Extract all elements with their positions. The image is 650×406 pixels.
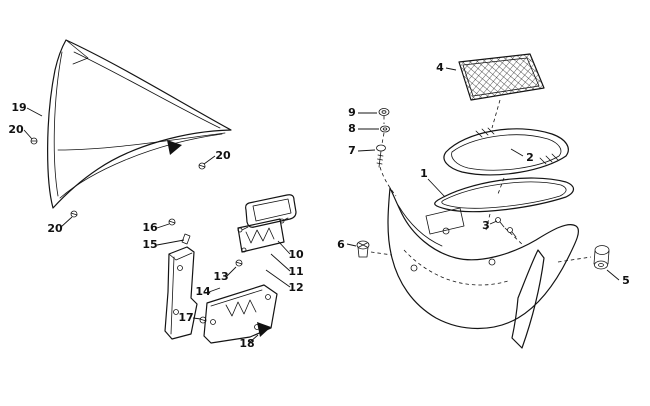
bracket-screw-16 (168, 218, 176, 226)
windshield-trim-part (443, 127, 569, 176)
callout-6: 6 (337, 238, 345, 251)
callout-16: 16 (142, 221, 158, 234)
direction-arrow-icon (257, 322, 271, 337)
callout-4: 4 (436, 61, 444, 74)
callout-1: 1 (420, 167, 428, 180)
callout-15: 15 (142, 238, 157, 251)
windshield-part (47, 39, 232, 209)
windshield-fastener-bottom (70, 210, 78, 218)
screw-7 (376, 144, 386, 168)
callout-12: 12 (288, 281, 303, 294)
washer-8 (380, 125, 390, 133)
knob-fastener-6 (356, 240, 370, 258)
callout-13: 13 (213, 270, 228, 283)
callout-8: 8 (348, 122, 356, 135)
callout-20-a: 20 (8, 123, 24, 136)
callout-3: 3 (482, 219, 490, 232)
callout-19: 19 (11, 101, 26, 114)
leader-lines (23, 67, 620, 343)
instrument-gauge-pod (237, 194, 297, 253)
windshield-fastener-right (198, 162, 206, 170)
direction-arrow-icon (167, 140, 182, 155)
callout-10: 10 (288, 248, 304, 261)
mesh-grille-part (458, 53, 545, 101)
callout-17: 17 (178, 311, 193, 324)
mounting-bracket (164, 246, 198, 340)
pod-screw-13 (235, 259, 243, 267)
callout-labels: 19 20 20 20 16 15 13 14 17 18 10 11 12 9… (8, 61, 629, 350)
callout-5: 5 (622, 274, 630, 287)
plate-screw-17 (199, 316, 207, 324)
callout-14: 14 (195, 285, 211, 298)
callout-18: 18 (239, 337, 254, 350)
lower-bracket-plate (203, 284, 278, 344)
callout-2: 2 (526, 151, 534, 164)
console-body-part (387, 187, 580, 349)
bracket-bolt-15 (181, 233, 191, 245)
callout-9: 9 (348, 106, 356, 119)
callout-7: 7 (348, 144, 356, 157)
plug-fastener-5 (593, 245, 610, 270)
gasket-seal-part (434, 177, 575, 213)
callout-20-b: 20 (215, 149, 231, 162)
console-screws-3 (495, 217, 517, 238)
windshield-fastener-top-left (30, 137, 38, 145)
fastener-9 (378, 108, 390, 116)
callout-11: 11 (288, 265, 303, 278)
callout-20-c: 20 (47, 222, 63, 235)
